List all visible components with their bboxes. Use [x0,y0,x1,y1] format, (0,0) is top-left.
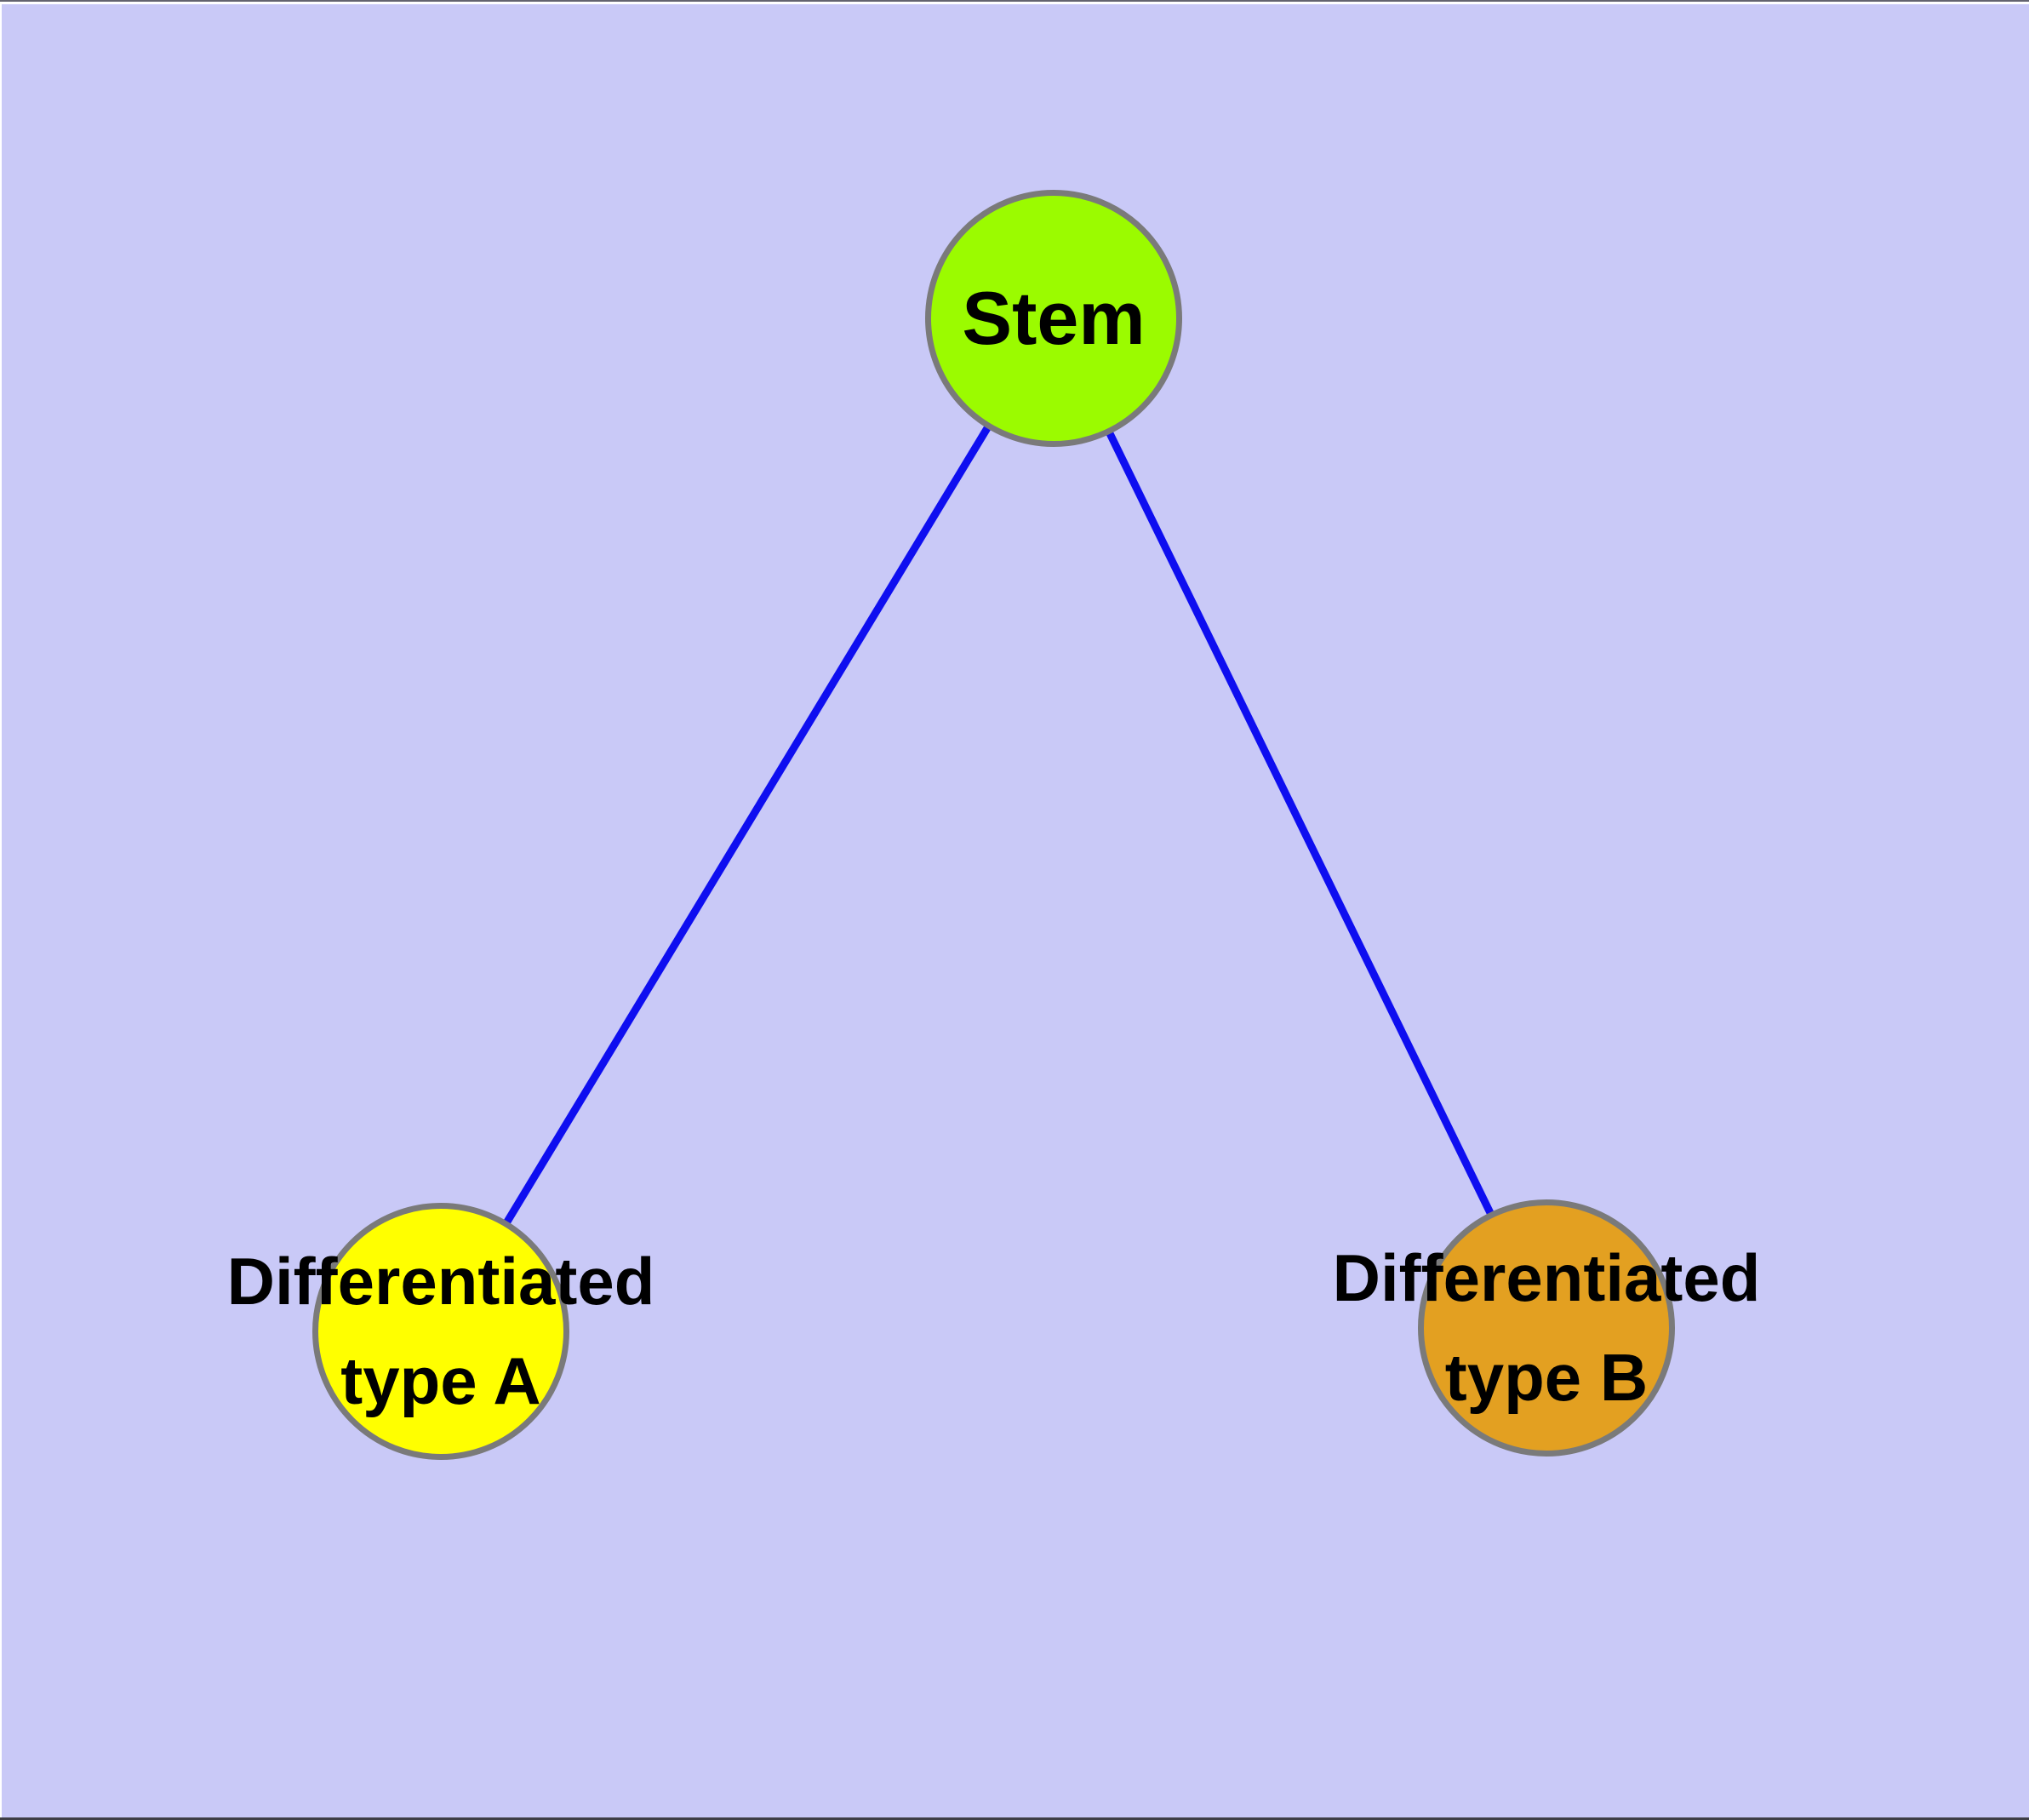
node-label-line: type A [340,1343,541,1418]
node-label-line: Differentiated [226,1244,655,1319]
screen-top-white-strip [0,2,2029,4]
node-type-a-label: Differentiated type A [227,1232,655,1431]
edge-stem-to-type-a [437,316,1057,1334]
node-label-line: type B [1444,1340,1649,1415]
node-stem-label: Stem [962,276,1145,361]
node-type-b-circle [1418,1199,1675,1457]
screen-bottom-hairline [0,1817,2029,1820]
node-type-b-label: Differentiated type B [1333,1228,1761,1428]
node-label-line: Stem [962,276,1146,360]
screen-left-white-strip [0,2,2,1817]
node-type-a-circle [312,1203,569,1460]
node-label-line: Differentiated [1332,1240,1761,1315]
node-stem-circle [925,190,1182,447]
screen-top-hairline [0,0,2029,2]
edge-stem-to-type-b [1049,317,1551,1330]
